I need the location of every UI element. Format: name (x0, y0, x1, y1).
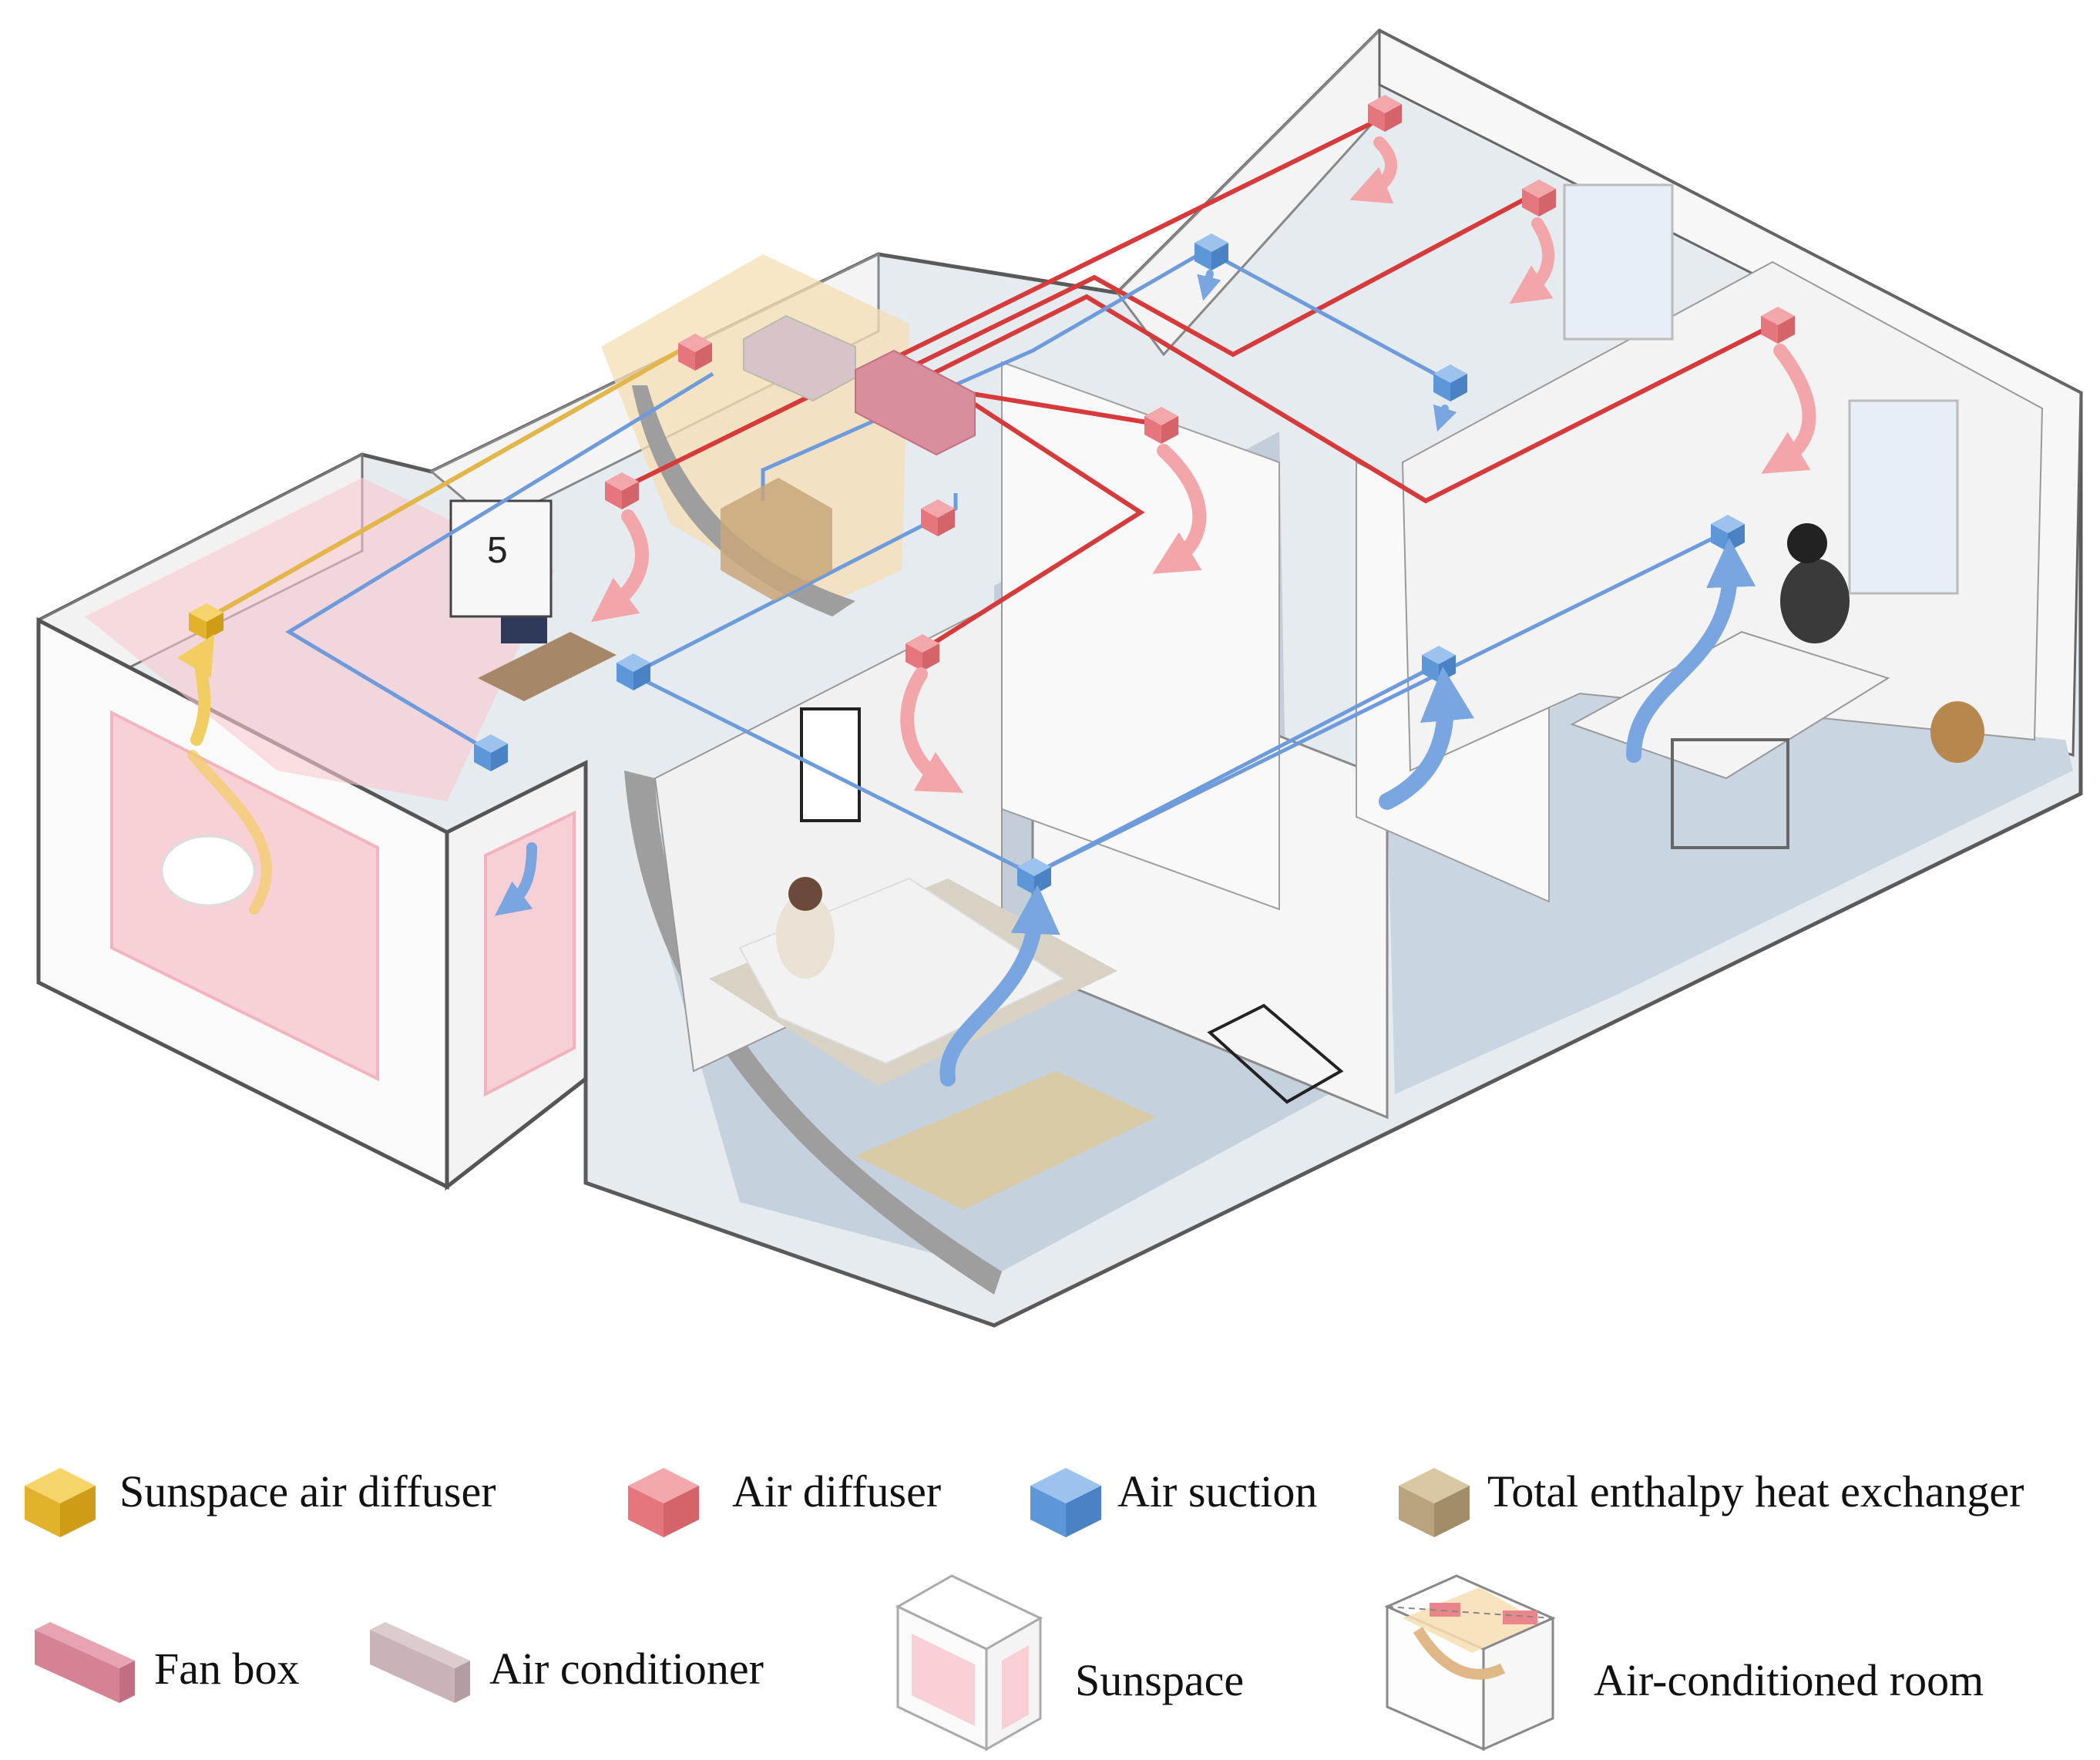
supply-duct-1 (885, 113, 1389, 364)
sunspace-chair (160, 835, 256, 907)
supply-airflow-4 (1152, 444, 1207, 574)
return-airflow-1 (939, 885, 1060, 1087)
tan-cube-icon (1399, 1468, 1470, 1537)
office-person (1780, 559, 1850, 643)
office-window (1848, 399, 1959, 595)
terminals (189, 95, 1795, 895)
air-diffuser-3 (1761, 307, 1795, 344)
supply-duct-3 (923, 294, 1778, 504)
return-airflow-6 (1433, 404, 1457, 432)
air-diffuser-6 (906, 634, 939, 671)
office-desk-legs (1671, 738, 1789, 849)
legend-item-fan-box: Fan box (35, 1622, 300, 1703)
office-person-head (1787, 523, 1827, 563)
air-suction-6 (617, 653, 650, 690)
ac-room-box-icon (1384, 1574, 1556, 1752)
legend-label-air-conditioned-room: Air-conditioned room (1594, 1655, 1984, 1705)
bed-rug (855, 1071, 1156, 1210)
legend-label-sunspace: Sunspace (1075, 1655, 1244, 1705)
legend-label-total-enthalpy-heat-exchanger: Total enthalpy heat exchanger (1487, 1466, 2024, 1516)
corridor-window (1563, 183, 1674, 341)
return-airflow-4 (495, 842, 537, 916)
air-suction-2 (1433, 364, 1467, 401)
air-suction-7 (474, 734, 508, 771)
mauve-bar-icon (370, 1622, 470, 1703)
return-duct-main (285, 371, 714, 754)
air-suction-terminals (474, 233, 1745, 895)
legend-item-air-diffuser: Air diffuser (628, 1466, 941, 1537)
fan-box-unit (855, 349, 976, 456)
equipment (721, 314, 976, 601)
return-duct-4 (761, 248, 1450, 501)
office-plant (1930, 701, 1984, 763)
air-diffuser-4 (1144, 407, 1178, 444)
supply-airflow-1 (1349, 136, 1398, 204)
air-suction-1 (1194, 233, 1228, 270)
legend-item-sunspace-air-diffuser: Sunspace air diffuser (25, 1466, 496, 1537)
air-diffuser-terminals (605, 95, 1795, 671)
air-diffuser-5 (605, 472, 639, 509)
calendar-board (449, 499, 553, 618)
legend-item-air-suction: Air suction (1030, 1466, 1317, 1537)
sunspace-airflow-window (187, 750, 272, 915)
study-desk (478, 632, 617, 701)
sunspace-air-diffuser-terminal (189, 603, 223, 640)
sunspace-window-large (110, 710, 379, 1082)
blue-cube-icon (1030, 1468, 1101, 1537)
supply-duct-4 (943, 387, 1157, 426)
airflow-arrows (176, 136, 1816, 1087)
return-duct-3 (630, 493, 958, 677)
sunspace-box-icon (895, 1574, 1043, 1752)
supply-airflow-6 (900, 667, 964, 794)
legend-item-sunspace: Sunspace (895, 1574, 1244, 1752)
return-airflow-3 (1626, 538, 1756, 763)
air-diffuser-2 (1522, 180, 1556, 217)
supply-duct-5 (919, 395, 1145, 653)
sunspace-duct (203, 341, 695, 623)
red-cube-icon (628, 1468, 699, 1537)
air-diffuser-7 (678, 334, 712, 371)
legend-label-air-diffuser: Air diffuser (732, 1466, 941, 1516)
legend-item-total-enthalpy-heat-exchanger: Total enthalpy heat exchanger (1399, 1466, 2024, 1537)
calendar-number: 5 (487, 530, 508, 571)
return-airflow-5 (1197, 270, 1221, 301)
legend-item-air-conditioned-room: Air-conditioned room (1384, 1574, 1984, 1752)
supply-airflow-5 (590, 509, 649, 623)
legend-item-air-conditioner: Air conditioner (370, 1622, 764, 1703)
supply-duct-2 (904, 194, 1531, 372)
shoe-rack (1207, 1003, 1344, 1104)
yellow-cube-icon (25, 1468, 96, 1537)
pink-bar-icon (35, 1622, 135, 1703)
return-airflow-2 (1379, 666, 1474, 810)
legend-label-air-suction: Air suction (1117, 1466, 1317, 1516)
return-duct-5 (1031, 660, 1443, 877)
supply-airflow-2 (1509, 217, 1555, 304)
office-back-wall (1401, 260, 2044, 772)
air-diffuser-8 (921, 499, 955, 536)
office-floor (1387, 694, 2073, 1094)
heat-exchanger-unit (721, 478, 832, 601)
legend: Sunspace air diffuser Air diffuser Air s… (25, 1466, 2024, 1752)
sunspace-airflow (176, 634, 215, 746)
bedroom-person (776, 894, 835, 979)
legend-label-air-conditioner: Air conditioner (489, 1644, 764, 1694)
legend-label-sunspace-air-diffuser: Sunspace air diffuser (119, 1466, 496, 1516)
air-diffuser-1 (1368, 95, 1402, 132)
legend-label-fan-box: Fan box (154, 1644, 300, 1694)
supply-airflow-3 (1761, 344, 1816, 474)
bedroom-person-head (788, 877, 822, 911)
